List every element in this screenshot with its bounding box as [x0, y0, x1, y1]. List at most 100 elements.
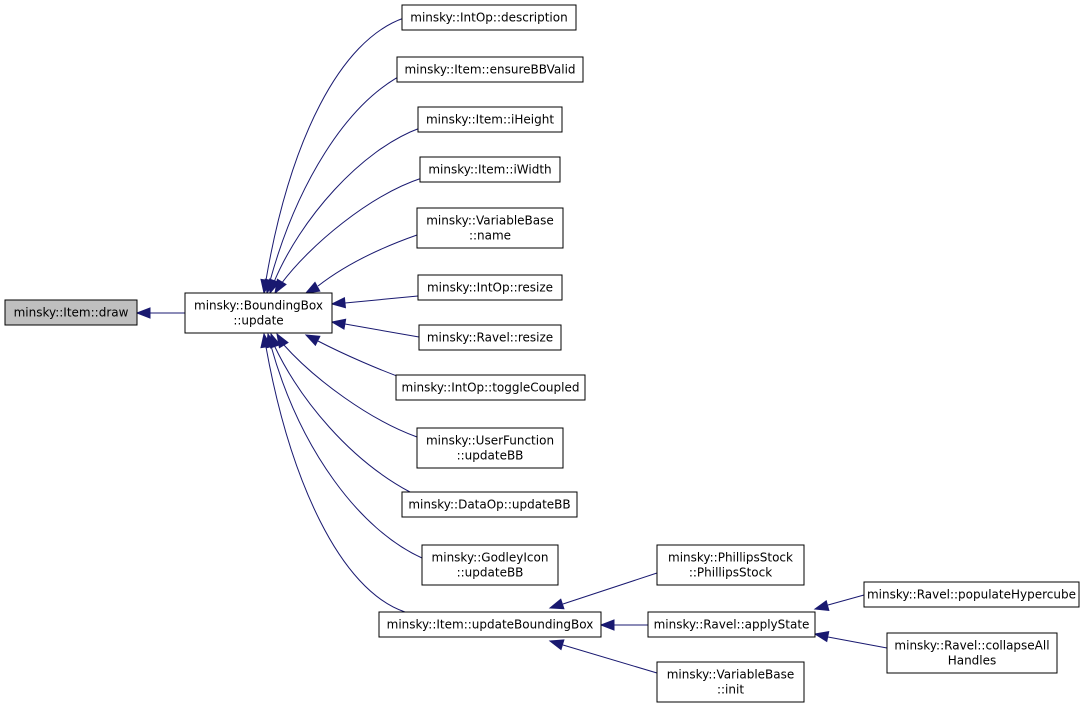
node-box [416, 207, 564, 249]
node-box [421, 544, 559, 586]
node-label: minsky::Item::iWidth [428, 163, 551, 177]
edge-arrowhead [330, 318, 347, 330]
node-label: ::updateBB [457, 566, 524, 580]
node-item_iwidth[interactable]: minsky::Item::iWidth [419, 156, 561, 183]
node-label: minsky::IntOp::resize [427, 281, 553, 295]
node-bbupdate[interactable]: minsky::BoundingBox::update [184, 292, 333, 334]
edge-item_ensure-to-bbupdate [264, 70, 411, 295]
edge-intop_desc-to-bbupdate [260, 17, 405, 295]
node-label: minsky::DataOp::updateBB [408, 498, 570, 512]
edges-layer [135, 17, 888, 674]
edge-line [317, 234, 418, 287]
node-godley_updbb[interactable]: minsky::GodleyIcon::updateBB [421, 544, 559, 586]
edge-ravel_populate-to-ravel_apply [813, 594, 865, 612]
node-label: minsky::Ravel::resize [427, 331, 553, 345]
node-intop_resize[interactable]: minsky::IntOp::resize [417, 274, 563, 301]
edge-line [270, 345, 423, 559]
node-label: minsky::Ravel::populateHypercube [867, 588, 1076, 602]
edge-line [344, 323, 420, 338]
edge-bbupdate-to-draw [135, 307, 185, 319]
edge-ravel_resize-to-bbupdate [330, 318, 420, 338]
node-label: ::updateBB [457, 449, 524, 463]
edge-line [827, 636, 888, 649]
node-box [863, 581, 1080, 608]
node-label: ::init [717, 683, 744, 697]
node-box [395, 374, 586, 401]
node-box [419, 156, 561, 183]
edge-arrowhead [599, 619, 615, 631]
node-label: minsky::Item::iHeight [426, 113, 554, 127]
edge-arrowhead [548, 598, 565, 610]
node-label: minsky::Ravel::collapseAll [894, 639, 1049, 653]
edge-varbase_init-to-item_updbbox [548, 639, 658, 674]
node-box [396, 56, 584, 83]
node-phillips[interactable]: minsky::PhillipsStock::PhillipsStock [656, 544, 805, 586]
node-item_updbbox[interactable]: minsky::Item::updateBoundingBox [378, 611, 602, 638]
node-label: ::PhillipsStock [689, 566, 772, 580]
node-ravel_apply[interactable]: minsky::Ravel::applyState [647, 611, 816, 638]
edge-line [827, 594, 865, 606]
node-label: ::name [469, 229, 511, 243]
edge-phillips-to-item_updbbox [548, 572, 658, 610]
node-box [417, 106, 563, 133]
node-label: minsky::PhillipsStock [668, 551, 793, 565]
edge-ravel_apply-to-item_updbbox [599, 619, 648, 631]
edge-line [265, 17, 405, 281]
node-label: minsky::GodleyIcon [432, 551, 549, 565]
node-item_iheight[interactable]: minsky::Item::iHeight [417, 106, 563, 133]
node-item_ensure[interactable]: minsky::Item::ensureBBValid [396, 56, 584, 83]
node-ravel_resize[interactable]: minsky::Ravel::resize [418, 324, 562, 351]
edge-arrowhead [548, 639, 565, 651]
node-box [401, 491, 578, 518]
node-box [378, 611, 602, 638]
edge-arrowhead [276, 332, 289, 349]
edge-intop_toggle-to-bbupdate [304, 334, 406, 380]
edge-varbase_name-to-bbupdate [304, 234, 418, 294]
node-varbase_init[interactable]: minsky::VariableBase::init [656, 661, 805, 703]
node-label: minsky::VariableBase [667, 668, 795, 682]
edge-arrowhead [274, 278, 287, 295]
edge-line [344, 295, 419, 304]
node-ravel_populate[interactable]: minsky::Ravel::populateHypercube [863, 581, 1080, 608]
node-box [656, 661, 805, 703]
node-label: minsky::UserFunction [426, 434, 554, 448]
node-box [4, 299, 138, 326]
node-label: minsky::IntOp::description [410, 11, 567, 25]
node-label: minsky::IntOp::toggleCoupled [402, 381, 580, 395]
node-draw[interactable]: minsky::Item::draw [4, 299, 138, 326]
node-intop_desc[interactable]: minsky::IntOp::description [401, 4, 577, 31]
node-box [401, 4, 577, 31]
edge-arrowhead [813, 631, 830, 643]
edge-arrowhead [304, 281, 321, 294]
edge-arrowhead [135, 307, 151, 319]
edge-item_iwidth-to-bbupdate [274, 177, 423, 295]
node-box [886, 632, 1058, 674]
edge-line [273, 127, 421, 283]
edge-line [269, 70, 411, 282]
edge-line [562, 572, 658, 605]
node-label: minsky::Item::draw [14, 306, 129, 320]
node-userfunc_updbb[interactable]: minsky::UserFunction::updateBB [416, 427, 564, 469]
edge-intop_resize-to-bbupdate [330, 295, 419, 309]
node-box [656, 544, 805, 586]
edge-arrowhead [813, 599, 830, 612]
node-label: ::update [233, 314, 283, 328]
nodes-layer: minsky::Item::draw minsky::BoundingBox::u… [4, 4, 1080, 703]
edge-line [317, 340, 406, 380]
node-box [418, 324, 562, 351]
node-dataop_updbb[interactable]: minsky::DataOp::updateBB [401, 491, 578, 518]
edge-arrowhead [330, 296, 347, 309]
node-box [417, 274, 563, 301]
node-label: minsky::BoundingBox [194, 299, 323, 313]
node-varbase_name[interactable]: minsky::VariableBase::name [416, 207, 564, 249]
node-intop_toggle[interactable]: minsky::IntOp::toggleCoupled [395, 374, 586, 401]
node-box [184, 292, 333, 334]
node-label: minsky::Item::ensureBBValid [404, 63, 575, 77]
edge-arrowhead [304, 334, 321, 347]
edge-line [265, 346, 406, 613]
node-box [647, 611, 816, 638]
node-box [416, 427, 564, 469]
edge-arrowhead [260, 332, 272, 349]
